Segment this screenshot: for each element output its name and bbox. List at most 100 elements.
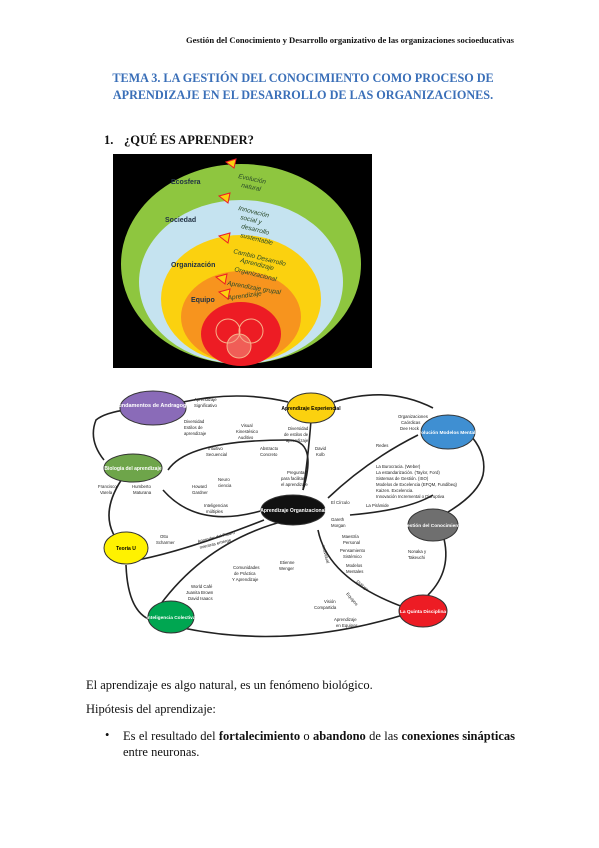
lbl-w2: Sistémico bbox=[343, 554, 362, 559]
level-organizacion: Organización bbox=[171, 262, 215, 269]
venn-circle-3 bbox=[226, 333, 252, 359]
lbl-piramide: La Pirámide bbox=[366, 503, 390, 508]
bullet-word: las bbox=[384, 729, 399, 743]
tag-natural: natural bbox=[241, 182, 262, 193]
node-quinta-label: La Quinta Disciplina bbox=[400, 609, 446, 615]
arrow-marker-4 bbox=[214, 273, 228, 285]
title-line-1: TEMA 3. LA GESTIÓN DEL CONOCIMIENTO COMO… bbox=[112, 71, 494, 85]
lbl-m1: Francisco bbox=[98, 484, 117, 489]
bullet-text: Es el resultado del fortalecimiento o ab… bbox=[123, 728, 515, 760]
lbl-t1: Comunidades bbox=[233, 565, 260, 570]
bullet-icon: • bbox=[105, 728, 110, 742]
lbl-r2: Scharmer bbox=[156, 540, 175, 545]
lbl-y1: World Café bbox=[191, 584, 213, 589]
lbl-b3: aprendizaje bbox=[184, 431, 207, 436]
lbl-redes: Redes bbox=[376, 443, 388, 448]
lbl-z2: Compartida bbox=[314, 605, 337, 610]
level-ecosfera: Ecosfera bbox=[171, 179, 201, 186]
lbl-k2: ciencia bbox=[218, 483, 232, 488]
node-organizacional-label: Aprendizaje Organizacional bbox=[260, 508, 326, 514]
lbl-e2: Kolb bbox=[316, 452, 325, 457]
bullet-word: el bbox=[138, 729, 148, 743]
lbl-r1: Otto bbox=[160, 534, 169, 539]
lbl-i4: Modelos de Excelencia (EFQM, Fundibeq) bbox=[376, 482, 458, 487]
lbl-h1: Abstracto bbox=[260, 446, 279, 451]
lbl-q1: Nonaka y bbox=[408, 549, 427, 554]
concept-map-figure: Fundamentos de Andragogía Aprendizaje Ex… bbox=[92, 390, 485, 638]
connector-lines bbox=[92, 394, 485, 638]
lbl-u2: Wenger bbox=[279, 566, 295, 571]
lbl-b1: Diversidad bbox=[184, 419, 205, 424]
lbl-aa2: en Equipos bbox=[336, 623, 358, 628]
learning-levels-figure: Ecosfera Sociedad Organización Equipo Ev… bbox=[113, 154, 372, 368]
lbl-i1: La Burocracia. (Weber) bbox=[376, 464, 421, 469]
lbl-p2: Morgan bbox=[331, 523, 346, 528]
page-header: Gestión del Conocimiento y Desarrollo or… bbox=[185, 35, 514, 45]
level-sociedad: Sociedad bbox=[165, 217, 196, 224]
node-andragogia-label: Fundamentos de Andragogía bbox=[115, 403, 192, 409]
node-inteligencia bbox=[147, 600, 195, 634]
node-evolucion-label: Evolución Modelos Mentales bbox=[415, 430, 481, 436]
lbl-z1: Visión bbox=[324, 599, 336, 604]
section-number: 1. bbox=[104, 133, 114, 147]
lbl-u1: Etienne bbox=[280, 560, 295, 565]
node-biologia-label: Biología del aprendizaje bbox=[104, 466, 161, 472]
lbl-y2: Juanita Brown bbox=[186, 590, 214, 595]
node-gestion bbox=[407, 508, 459, 542]
node-inteligencia-label: Inteligencia Colectiva bbox=[146, 615, 195, 621]
lbl-v2: Personal bbox=[343, 540, 360, 545]
lbl-o2: múltiples bbox=[206, 509, 223, 514]
lbl-j2: para facilitar bbox=[281, 476, 305, 481]
lbl-i2: La estandarización. (Taylor, Ford) bbox=[376, 470, 440, 475]
lbl-f1: Organizaciones bbox=[398, 414, 428, 419]
lbl-f2: Caórdicas bbox=[401, 420, 420, 425]
lbl-x1: Modelos bbox=[346, 563, 362, 568]
node-quinta bbox=[398, 594, 448, 628]
arrow-marker-3 bbox=[217, 232, 231, 244]
bullet-word: Es bbox=[123, 729, 136, 743]
node-teoria-label: Teoría U bbox=[116, 546, 136, 552]
lbl-n1: Humberto bbox=[132, 484, 151, 489]
lbl-l1: Howard bbox=[192, 484, 207, 489]
node-gestion-label: Gestión del Conocimiento bbox=[403, 523, 463, 529]
bullet-bold-abandono: abandono bbox=[312, 729, 366, 743]
lbl-c1: Visual bbox=[241, 423, 253, 428]
level-equipo: Equipo bbox=[191, 297, 215, 304]
lbl-f3: Dee Hock bbox=[400, 426, 420, 431]
lbl-e1: David bbox=[315, 446, 327, 451]
lbl-d3: aprendizaje bbox=[286, 438, 309, 443]
lbl-j1: Preguntas bbox=[287, 470, 307, 475]
bullet-bold-conexiones: conexiones sinápticas bbox=[401, 729, 515, 743]
node-teoria bbox=[103, 531, 149, 565]
chapter-title: TEMA 3. LA GESTIÓN DEL CONOCIMIENTO COMO… bbox=[88, 70, 518, 104]
bullet-word: de bbox=[369, 729, 381, 743]
lbl-t2: de Práctica bbox=[234, 571, 256, 576]
section-heading: 1.¿QUÉ ES APRENDER? bbox=[104, 133, 254, 148]
lbl-k1: Neuro bbox=[218, 477, 230, 482]
bullet-bold-fortalecimiento: fortalecimiento bbox=[218, 729, 301, 743]
node-experiencial bbox=[286, 392, 336, 424]
lbl-g2: Secuencial bbox=[206, 452, 227, 457]
node-experiencial-label: Aprendizaje Experiencial bbox=[281, 406, 341, 412]
lbl-equipos: Equipos bbox=[345, 591, 359, 606]
lbl-aa1: Aprendizaje bbox=[334, 617, 357, 622]
lbl-a1: Aprendizaje bbox=[194, 397, 217, 402]
lbl-t3: Y Aprendizaje bbox=[232, 577, 259, 582]
arrow-marker-2 bbox=[217, 192, 231, 204]
paragraph-natural: El aprendizaje es algo natural, es un fe… bbox=[86, 678, 373, 692]
lbl-a2: Significativo bbox=[194, 403, 218, 408]
lbl-individual: Individual bbox=[321, 545, 331, 564]
title-line-2: APRENDIZAJE EN EL DESARROLLO DE LAS ORGA… bbox=[112, 88, 494, 102]
node-andragogia bbox=[119, 390, 187, 426]
lbl-q2: Takeuchi bbox=[408, 555, 425, 560]
lbl-p1: Gareth bbox=[331, 517, 345, 522]
lbl-circulo: El Círculo bbox=[331, 500, 350, 505]
node-organizacional bbox=[260, 494, 326, 526]
lbl-g1: Intuitivo bbox=[208, 446, 223, 451]
lbl-l2: Gardner bbox=[192, 490, 208, 495]
lbl-o1: Inteligencias bbox=[204, 503, 228, 508]
lbl-x2: Mentales bbox=[346, 569, 363, 574]
arrow-marker-5 bbox=[217, 288, 231, 300]
bullet-word: o bbox=[303, 729, 310, 743]
lbl-c3: Auditivo bbox=[238, 435, 254, 440]
